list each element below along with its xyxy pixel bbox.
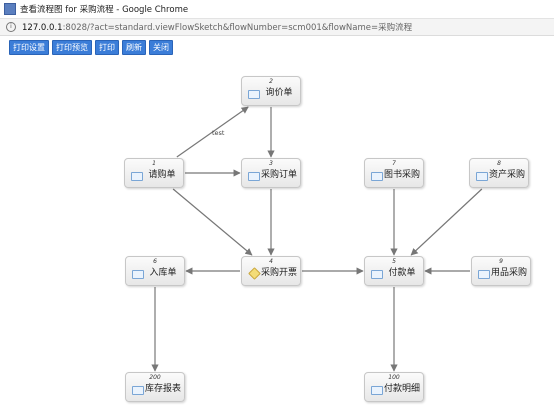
node-label: 付款明细 <box>383 384 420 394</box>
flow-node-3[interactable]: 3 采购订单 <box>241 158 301 188</box>
form-icon <box>371 270 383 279</box>
node-number: 200 <box>149 374 161 381</box>
flow-node-1[interactable]: 1 请购单 <box>124 158 184 188</box>
toolbar: 打印设置 打印预览 打印 刷新 关闭 <box>0 36 554 58</box>
flow-node-9[interactable]: 9 用品采购 <box>471 256 531 286</box>
window-title: 查看流程图 for 采购流程 - Google Chrome <box>20 5 189 15</box>
node-label: 付款单 <box>388 268 416 278</box>
gear-icon <box>248 267 261 280</box>
form-icon <box>132 270 144 279</box>
app-icon <box>4 3 16 15</box>
node-label: 库存报表 <box>144 384 181 394</box>
url-text[interactable]: 127.0.0.1:8028/?act=standard.viewFlowSke… <box>22 21 412 33</box>
flow-node-200[interactable]: 200 库存报表 <box>125 372 185 402</box>
node-label: 用品采购 <box>490 268 527 278</box>
form-icon <box>248 172 260 181</box>
node-number: 2 <box>269 78 273 85</box>
print-preview-button[interactable]: 打印预览 <box>52 39 92 55</box>
form-icon <box>476 172 488 181</box>
node-number: 5 <box>392 258 396 265</box>
form-icon <box>371 386 383 395</box>
info-icon[interactable]: i <box>6 22 16 32</box>
node-number: 7 <box>392 160 396 167</box>
node-label: 询价单 <box>265 88 293 98</box>
form-icon <box>371 172 383 181</box>
form-icon <box>131 172 143 181</box>
flow-node-5[interactable]: 5 付款单 <box>364 256 424 286</box>
node-label: 资产采购 <box>488 170 525 180</box>
flow-node-6[interactable]: 6 入库单 <box>125 256 185 286</box>
node-number: 9 <box>499 258 503 265</box>
form-icon <box>478 270 490 279</box>
node-label: 采购开票 <box>260 268 297 278</box>
url-host: 127.0.0.1 <box>22 23 63 33</box>
refresh-button[interactable]: 刷新 <box>122 39 146 55</box>
flow-node-8[interactable]: 8 资产采购 <box>469 158 529 188</box>
node-number: 1 <box>152 160 156 167</box>
close-button[interactable]: 关闭 <box>149 39 173 55</box>
url-path: :8028/?act=standard.viewFlowSketch&flowN… <box>62 23 413 33</box>
node-number: 3 <box>269 160 273 167</box>
node-number: 8 <box>497 160 501 167</box>
flow-node-4[interactable]: 4 采购开票 <box>241 256 301 286</box>
edge-n8-to-n5 <box>410 188 483 256</box>
window-titlebar: 查看流程图 for 采购流程 - Google Chrome <box>0 0 554 19</box>
node-label: 采购订单 <box>260 170 297 180</box>
print-button[interactable]: 打印 <box>95 39 119 55</box>
node-number: 6 <box>153 258 157 265</box>
node-label: 入库单 <box>149 268 177 278</box>
flow-node-2[interactable]: 2 询价单 <box>241 76 301 106</box>
edge-label: test <box>212 129 225 137</box>
edge-n1-to-n2 <box>176 106 249 158</box>
node-label: 请购单 <box>148 170 176 180</box>
form-icon <box>248 90 260 99</box>
form-icon <box>132 386 144 395</box>
edge-n1-to-n4 <box>172 188 253 256</box>
node-number: 100 <box>388 374 400 381</box>
node-label: 图书采购 <box>383 170 420 180</box>
flow-node-7[interactable]: 7 图书采购 <box>364 158 424 188</box>
print-settings-button[interactable]: 打印设置 <box>9 39 49 55</box>
node-number: 4 <box>269 258 273 265</box>
flow-node-100[interactable]: 100 付款明细 <box>364 372 424 402</box>
address-bar[interactable]: i 127.0.0.1:8028/?act=standard.viewFlowS… <box>0 19 554 36</box>
